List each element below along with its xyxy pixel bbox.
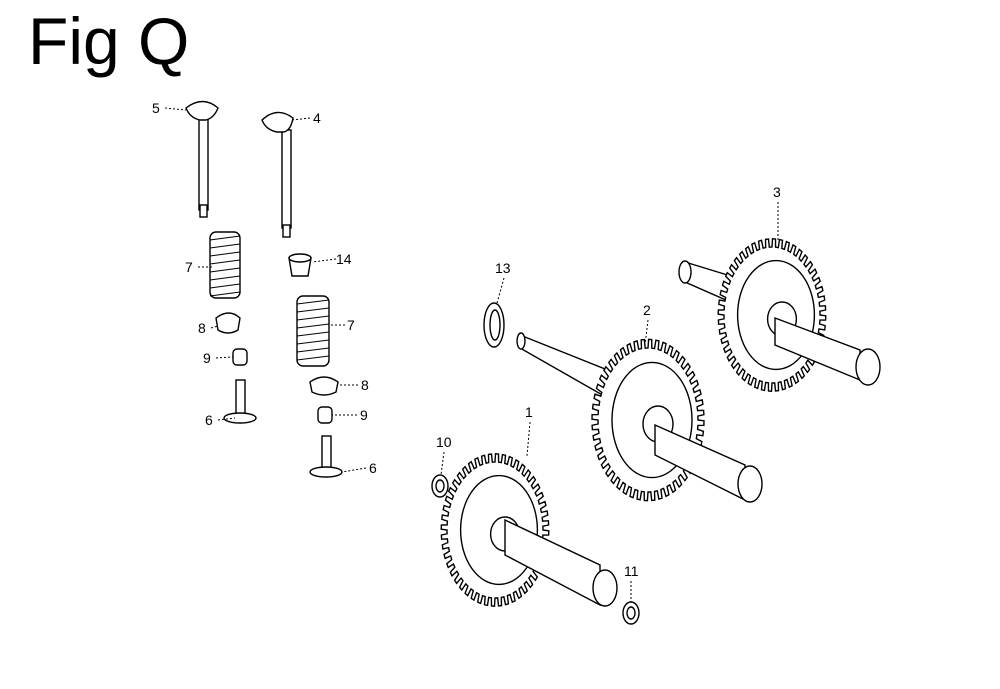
camshaft-part-1[interactable] — [440, 453, 618, 607]
callout-5: 5 — [152, 100, 160, 116]
valve-part-4[interactable] — [261, 111, 294, 238]
retainer-part-8a[interactable] — [215, 312, 241, 334]
retainer-part-8b[interactable] — [309, 376, 339, 396]
callout-4: 4 — [313, 110, 321, 126]
callout-8a: 8 — [198, 320, 206, 336]
washer-part-10[interactable] — [431, 474, 449, 498]
callout-11: 11 — [624, 563, 639, 579]
callout-10: 10 — [436, 434, 452, 450]
figure-title: Fig Q — [28, 4, 190, 78]
washer-part-11[interactable] — [622, 601, 640, 625]
callout-9b: 9 — [360, 407, 368, 423]
tappet-part-6b[interactable] — [309, 435, 343, 478]
valve-spring-part-7b[interactable] — [296, 295, 330, 367]
callout-2: 2 — [643, 302, 651, 318]
tappet-part-6a[interactable] — [223, 379, 257, 424]
callout-1: 1 — [525, 404, 533, 420]
callout-6a: 6 — [205, 412, 213, 428]
callout-9a: 9 — [203, 350, 211, 366]
callout-13: 13 — [495, 260, 511, 276]
valve-spring-part-7a[interactable] — [209, 231, 241, 299]
callout-7b: 7 — [347, 317, 355, 333]
washer-part-13[interactable] — [483, 302, 505, 348]
rotator-part-9a[interactable] — [232, 348, 248, 366]
camshaft-part-3[interactable] — [678, 238, 881, 392]
valve-part-5[interactable] — [185, 100, 219, 218]
camshaft-part-2[interactable] — [516, 332, 763, 503]
callout-3: 3 — [773, 184, 781, 200]
valve-seal-part-14[interactable] — [288, 253, 312, 277]
callout-6b: 6 — [369, 460, 377, 476]
callout-7a: 7 — [185, 259, 193, 275]
rotator-part-9b[interactable] — [317, 406, 333, 424]
callout-8b: 8 — [361, 377, 369, 393]
callout-14: 14 — [336, 251, 352, 267]
